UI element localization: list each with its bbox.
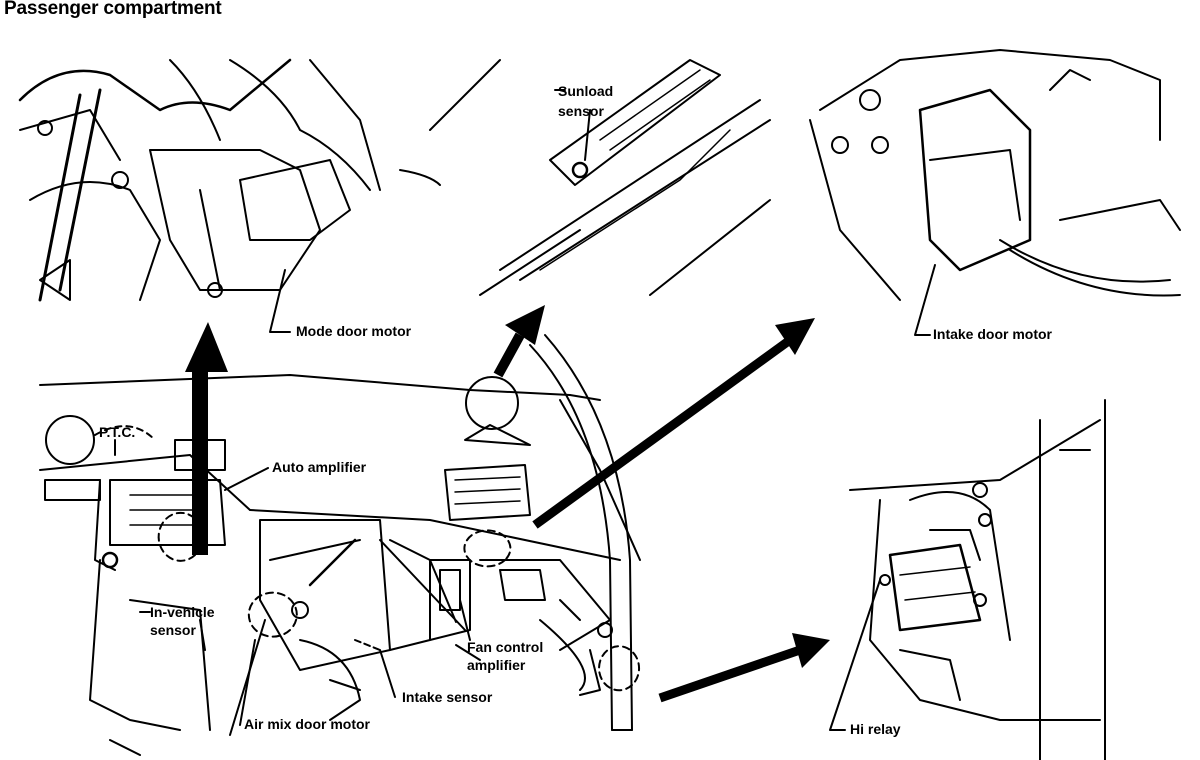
label-sunload-sensor-1: Sunload [558,83,614,99]
label-fan-control-amplifier-1: Fan control [467,639,544,655]
label-in-vehicle-sensor-2: sensor [150,622,196,638]
label-hi-relay: Hi relay [850,721,901,737]
label-air-mix-door-motor: Air mix door motor [244,716,371,732]
label-mode-door-motor: Mode door motor [296,323,412,339]
label-fan-control-amplifier-2: amplifier [467,657,526,673]
label-in-vehicle-sensor-1: In-vehicle [150,604,215,620]
dashboard-main-view [39,334,641,756]
label-intake-door-motor: Intake door motor [933,326,1053,342]
mode-door-motor-inset [18,58,441,333]
page-title: Passenger compartment [4,0,222,19]
label-ptc: P.T.C. [99,424,136,440]
label-intake-sensor: Intake sensor [402,689,493,705]
label-sunload-sensor-2: sensor [558,103,604,119]
label-auto-amplifier: Auto amplifier [272,459,367,475]
intake-door-motor-inset [809,49,1181,336]
pointer-arrows [185,305,830,703]
hi-relay-inset [829,399,1106,760]
sunload-sensor-inset [429,59,771,296]
